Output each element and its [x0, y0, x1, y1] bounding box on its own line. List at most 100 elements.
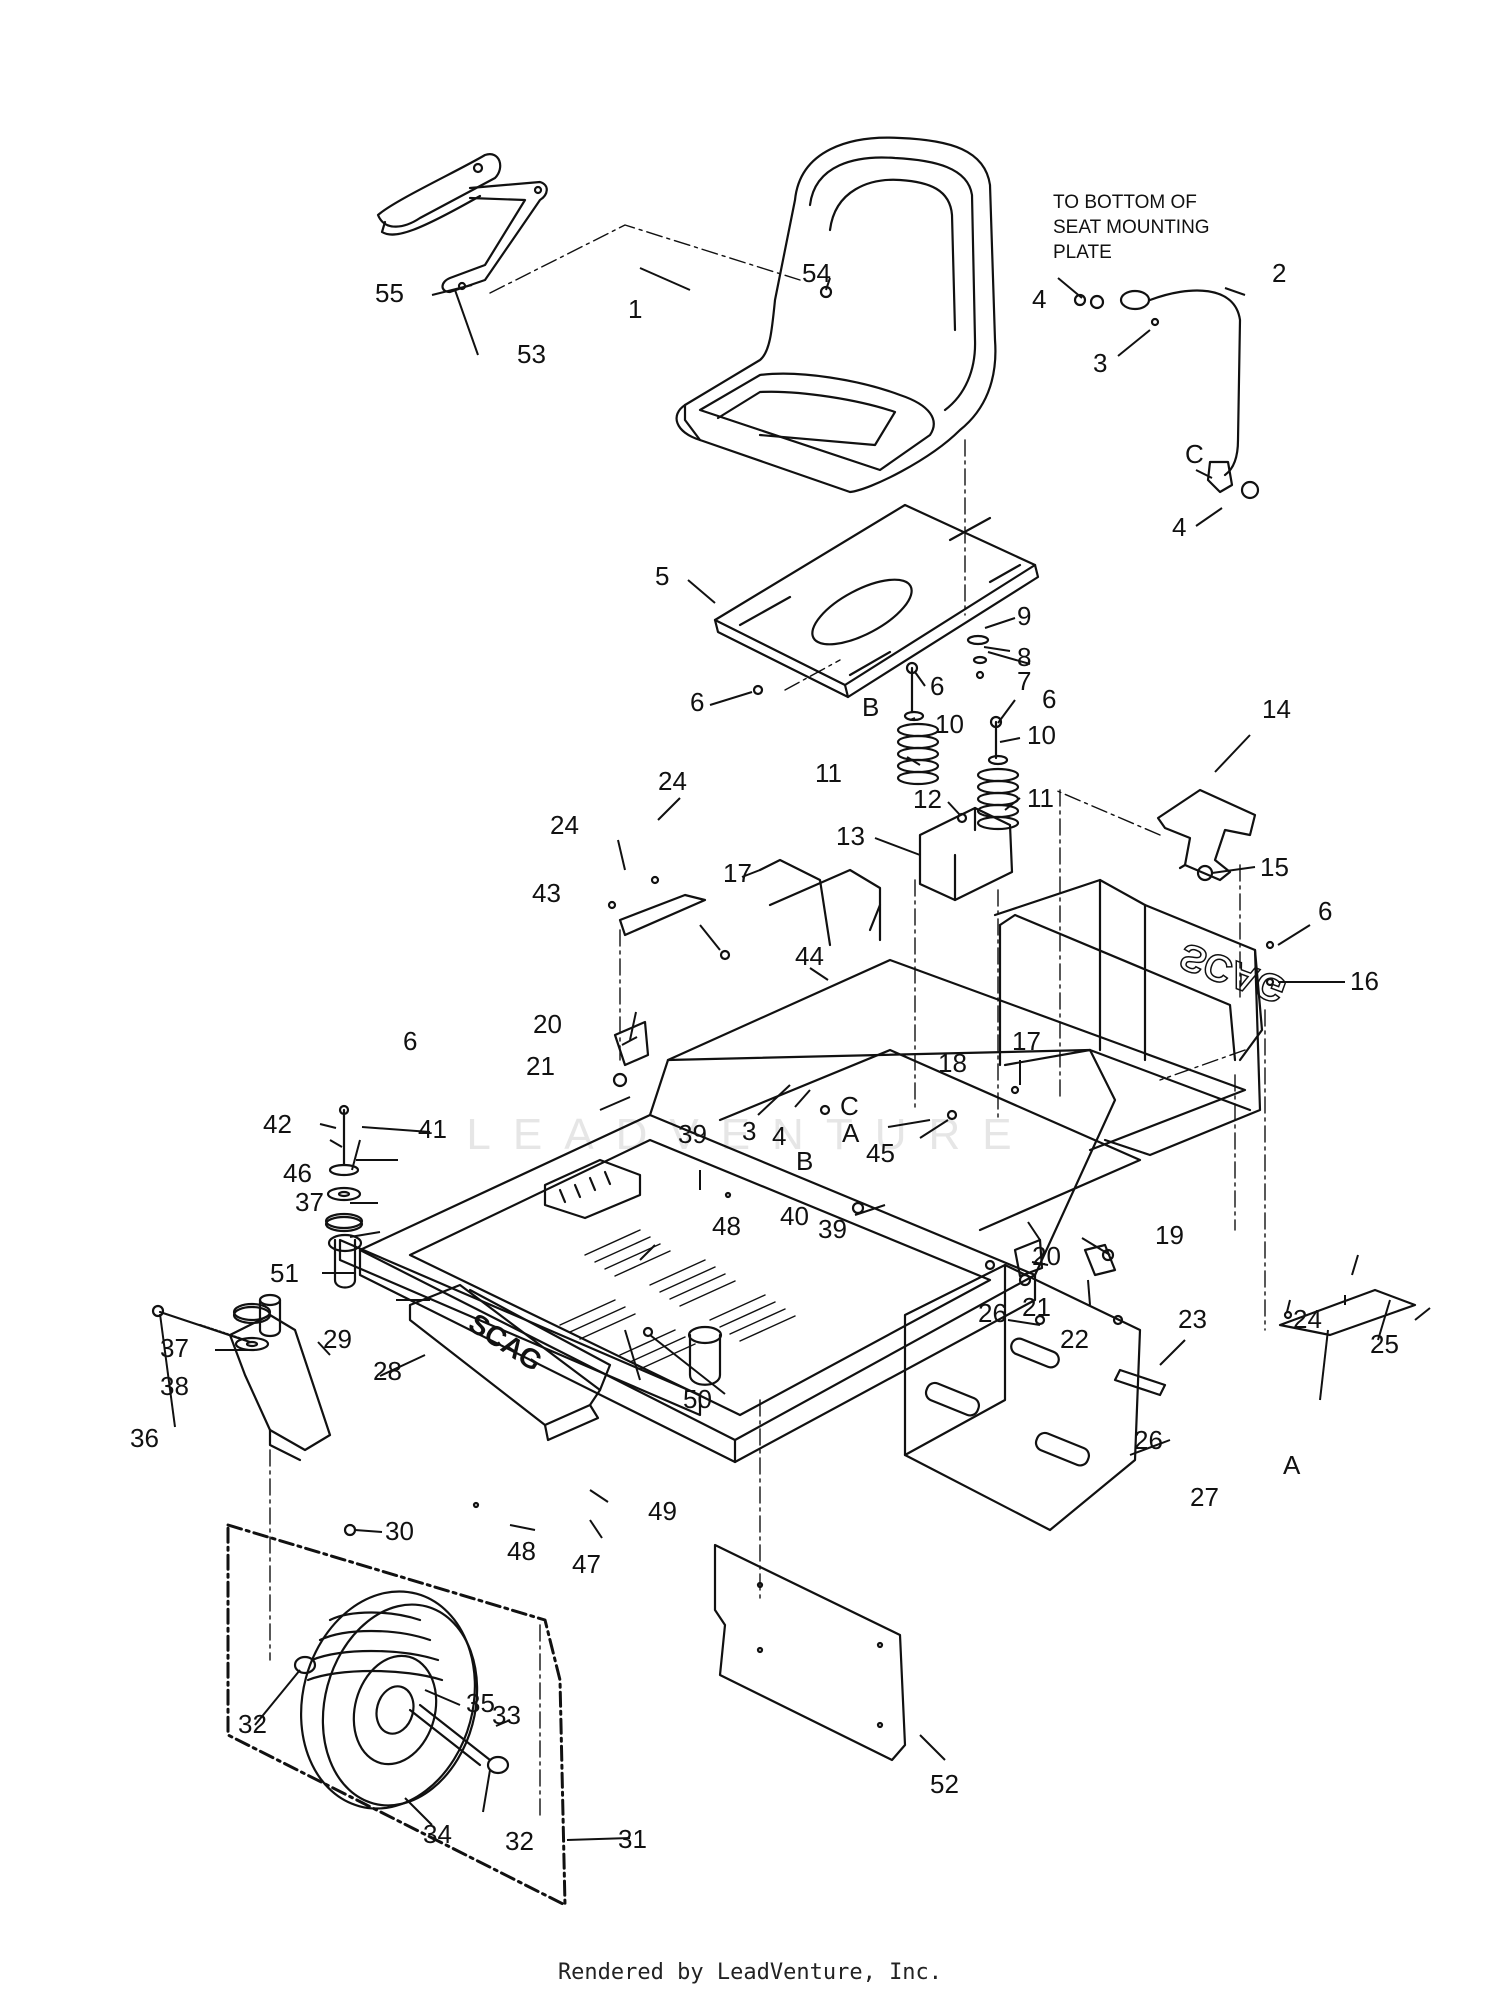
part-label-14: 14 [1262, 694, 1291, 724]
rear-panel-brand: SCAG [1174, 934, 1292, 1011]
side-panel-part-27 [903, 1263, 1142, 1532]
part-label-40: 40 [780, 1201, 809, 1231]
part-label-8: 8 [1017, 642, 1031, 672]
note-line: PLATE [1053, 242, 1112, 263]
part-label-41: 41 [418, 1114, 447, 1144]
part-label-7: 7 [1017, 666, 1031, 696]
ref-label-c: C [1185, 439, 1204, 469]
part-label-9: 9 [1017, 601, 1031, 631]
ref-label-a: A [842, 1118, 860, 1148]
part-label-36: 36 [130, 1423, 159, 1453]
part-label-50: 50 [683, 1384, 712, 1414]
part-label-10: 10 [935, 709, 964, 739]
part-label-49: 49 [648, 1496, 677, 1526]
part-label-51: 51 [270, 1258, 299, 1288]
caster-bolt-part-36 [151, 1304, 252, 1344]
part-label-21: 21 [1022, 1292, 1051, 1322]
part-label-32: 32 [238, 1709, 267, 1739]
part-label-6: 6 [403, 1026, 417, 1056]
part-label-24: 24 [658, 766, 687, 796]
part-label-33: 33 [492, 1700, 521, 1730]
ref-label-a: A [1283, 1450, 1301, 1480]
part-label-39: 39 [818, 1214, 847, 1244]
ref-label-b: B [796, 1146, 813, 1176]
part-label-53: 53 [517, 339, 546, 369]
part-label-45: 45 [866, 1138, 895, 1168]
bottom-panel-part-52 [713, 1543, 907, 1762]
part-label-43: 43 [532, 878, 561, 908]
part-label-3: 3 [742, 1116, 756, 1146]
bracket-part-14 [1156, 788, 1257, 882]
part-label-25: 25 [1370, 1329, 1399, 1359]
part-label-20: 20 [533, 1009, 562, 1039]
render-credit-footer: Rendered by LeadVenture, Inc. [557, 1960, 943, 1985]
part-label-17: 17 [1012, 1026, 1041, 1056]
alignment-lines [269, 224, 1266, 1816]
part-label-23: 23 [1178, 1304, 1207, 1334]
part-label-26: 26 [978, 1298, 1007, 1328]
part-label-38: 38 [160, 1371, 189, 1401]
bracket-part-13 [918, 806, 1014, 902]
part-label-5: 5 [655, 561, 669, 591]
part-label-19: 19 [1155, 1220, 1184, 1250]
part-label-27: 27 [1190, 1482, 1219, 1512]
note-line: SEAT MOUNTING [1053, 217, 1210, 238]
part-label-20: 20 [1032, 1241, 1061, 1271]
part-label-6: 6 [1318, 896, 1332, 926]
part-label-4: 4 [772, 1121, 786, 1151]
part-label-6: 6 [930, 671, 944, 701]
part-labels: 1 2 3 3 4 4 4 5 6 6 6 6 6 7 8 9 10 10 11… [130, 258, 1399, 1856]
part-label-18: 18 [938, 1048, 967, 1078]
part-label-4: 4 [1032, 284, 1046, 314]
part-label-52: 52 [930, 1769, 959, 1799]
part-label-31: 31 [618, 1824, 647, 1854]
part-label-4: 4 [1172, 512, 1186, 542]
seat-switch-cable-part-2 [1119, 289, 1260, 500]
spring-part-11b [976, 715, 1020, 831]
part-label-32: 32 [505, 1826, 534, 1856]
wheel-assembly-box-31 [226, 1523, 567, 1907]
ref-label-b: B [862, 692, 879, 722]
part-label-11: 11 [1027, 783, 1054, 813]
part-label-42: 42 [263, 1109, 292, 1139]
rear-body-panel [993, 878, 1264, 1157]
part-label-11: 11 [815, 758, 842, 788]
part-label-24: 24 [1293, 1304, 1322, 1334]
spring-part-11a [896, 661, 940, 786]
part-label-13: 13 [836, 821, 865, 851]
part-label-16: 16 [1350, 966, 1379, 996]
leader-lines [159, 267, 1431, 1841]
part-label-12: 12 [913, 784, 942, 814]
floor-perforations [559, 1229, 796, 1370]
caster-yoke-part-29 [228, 1293, 332, 1462]
part-label-6: 6 [1042, 684, 1056, 714]
part-label-30: 30 [385, 1516, 414, 1546]
part-label-48: 48 [712, 1211, 741, 1241]
part-label-37: 37 [295, 1187, 324, 1217]
part-label-2: 2 [1272, 258, 1286, 288]
part-label-26: 26 [1134, 1425, 1163, 1455]
note-line: TO BOTTOM OF [1053, 192, 1197, 213]
part-label-46: 46 [283, 1158, 312, 1188]
part-label-39: 39 [678, 1119, 707, 1149]
part-label-28: 28 [373, 1356, 402, 1386]
front-cover-part-47 [408, 1283, 612, 1442]
part-label-34: 34 [423, 1819, 452, 1849]
bearing-stack [232, 1104, 364, 1352]
small-brackets [613, 893, 1417, 1397]
part-label-15: 15 [1260, 852, 1289, 882]
part-label-10: 10 [1027, 720, 1056, 750]
cable-routing-note: TO BOTTOM OF SEAT MOUNTING PLATE [1053, 190, 1313, 265]
part-label-22: 22 [1060, 1324, 1089, 1354]
front-axle-tube-part-28 [327, 1233, 723, 1417]
part-label-17: 17 [723, 858, 752, 888]
seat-mounting-plate-part-5 [713, 503, 1040, 699]
part-label-37: 37 [160, 1333, 189, 1363]
part-label-35: 35 [466, 1688, 495, 1718]
part-label-55: 55 [375, 278, 404, 308]
part-label-29: 29 [323, 1324, 352, 1354]
part-label-6: 6 [690, 687, 704, 717]
armrest-part-53 [376, 153, 548, 294]
